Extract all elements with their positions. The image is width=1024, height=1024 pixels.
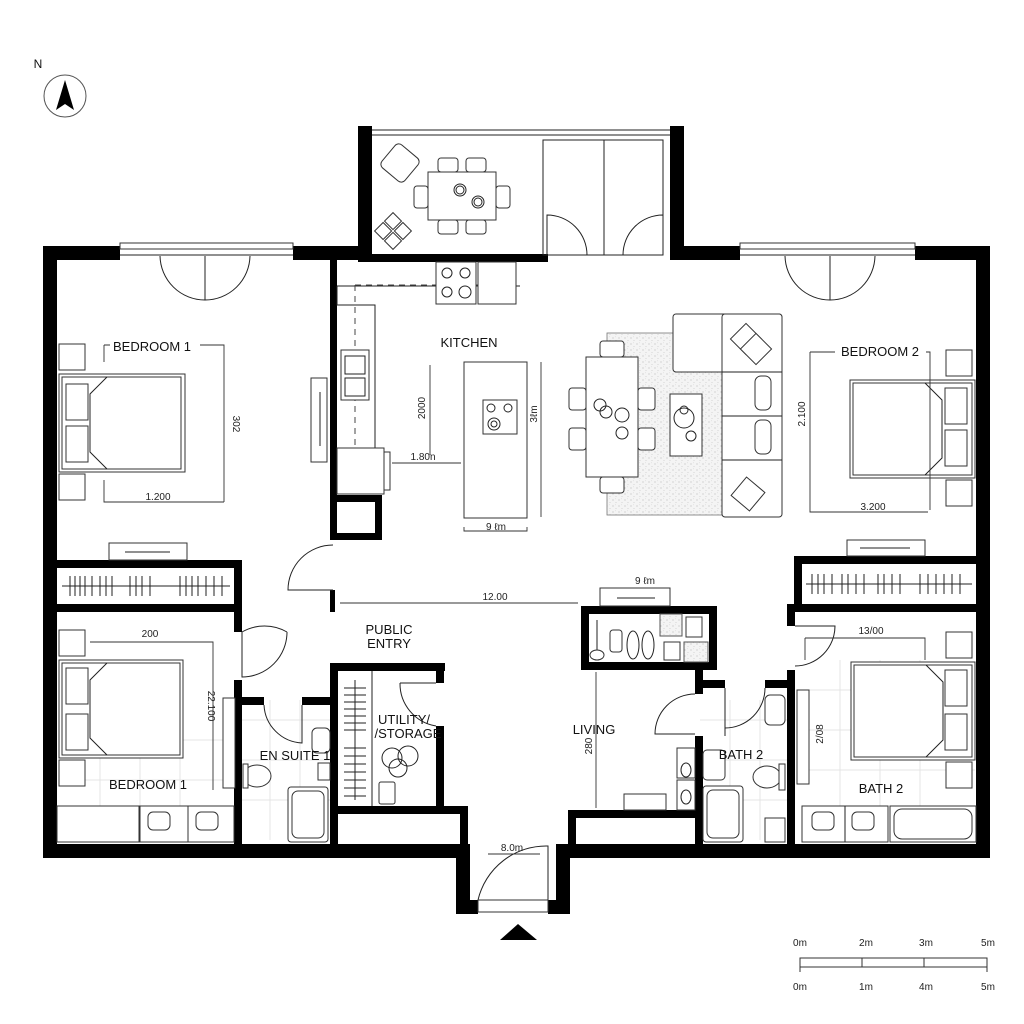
dim-bed2-width: 3.200 <box>860 502 885 513</box>
dim-island-width: 9 ℓm <box>486 522 506 533</box>
balcony-dining-set <box>373 143 511 251</box>
ensuite-fixtures <box>56 727 331 843</box>
scale-bottom-2: 4m <box>919 982 933 993</box>
entry-arrow-icon <box>500 924 537 940</box>
label-bedroom1-top: BEDROOM 1 <box>113 339 191 354</box>
label-living: LIVING <box>573 722 616 737</box>
label-ensuite1: EN SUITE 1 <box>260 748 331 763</box>
dimension-lines <box>90 344 931 855</box>
dim-bed-bl-height: 22.100 <box>205 691 216 722</box>
label-bedroom2: BEDROOM 2 <box>841 344 919 359</box>
scale-bottom-0: 0m <box>793 982 807 993</box>
scale-top-2: 3m <box>919 938 933 949</box>
bed-bedroom1-bottom <box>58 629 236 789</box>
label-bath2-right: BATH 2 <box>859 781 904 796</box>
dim-bed1-top-height: 302 <box>230 416 241 433</box>
scale-bottom-1: 1m <box>859 982 873 993</box>
scale-bottom-3: 5m <box>981 982 995 993</box>
label-utility-1: UTILITY/ <box>378 712 430 727</box>
dim-bed1-top-width: 1.200 <box>145 492 170 503</box>
windows <box>119 129 916 256</box>
dim-bed-bl-width: 200 <box>142 629 159 640</box>
dim-bed-br-height: 2/08 <box>815 724 826 744</box>
bath2-right-fixtures <box>801 805 977 843</box>
dim-corridor-width: 12.00 <box>482 592 507 603</box>
label-public-entry-2: ENTRY <box>367 636 411 651</box>
room-labels: BEDROOM 1 KITCHEN BEDROOM 2 PUBLIC ENTRY… <box>109 335 919 796</box>
dim-island-length: 3ℓm <box>529 405 540 422</box>
storage-cabinet <box>589 587 709 663</box>
scale-top-0: 0m <box>793 938 807 949</box>
label-utility-2: /STORAGE <box>375 726 442 741</box>
scale-top-1: 2m <box>859 938 873 949</box>
dim-storage-width: 9 ℓm <box>635 576 655 587</box>
label-public-entry-1: PUBLIC <box>366 622 413 637</box>
kitchen-island <box>463 361 528 519</box>
dim-bed-br-width: 13/00 <box>858 626 883 637</box>
dining-lounge <box>568 313 783 518</box>
north-arrow-icon: N <box>34 57 87 118</box>
compass-label: N <box>34 57 43 71</box>
scale-top-3: 5m <box>981 938 995 949</box>
walls <box>43 126 990 914</box>
bed-bedroom-bottom-right <box>796 631 976 789</box>
bath2-center-fixtures <box>623 694 786 843</box>
bed-bedroom2 <box>849 349 976 507</box>
label-kitchen: KITCHEN <box>440 335 497 350</box>
dimension-labels: 302 1.200 2000 1.80n 3ℓm 9 ℓm 2.100 3.20… <box>142 396 886 854</box>
label-bedroom1-bottom: BEDROOM 1 <box>109 777 187 792</box>
dim-kitchen-clearance-v: 2000 <box>417 396 428 419</box>
utility-fixtures <box>344 671 419 806</box>
bed-bedroom1-top <box>58 343 186 501</box>
dim-entry-door: 8.0m <box>501 843 523 854</box>
dim-living-height: 280 <box>584 737 595 754</box>
wardrobe-left <box>62 542 230 596</box>
label-bath2-center: BATH 2 <box>719 747 764 762</box>
dim-bed2-height: 2.100 <box>797 401 808 426</box>
doors <box>159 139 876 940</box>
kitchen-counters <box>310 261 520 495</box>
dim-kitchen-clearance-h: 1.80n <box>410 452 435 463</box>
wardrobe-right <box>806 539 972 594</box>
scale-bar: 0m 2m 3m 5m 0m 1m 4m 5m <box>793 938 995 993</box>
